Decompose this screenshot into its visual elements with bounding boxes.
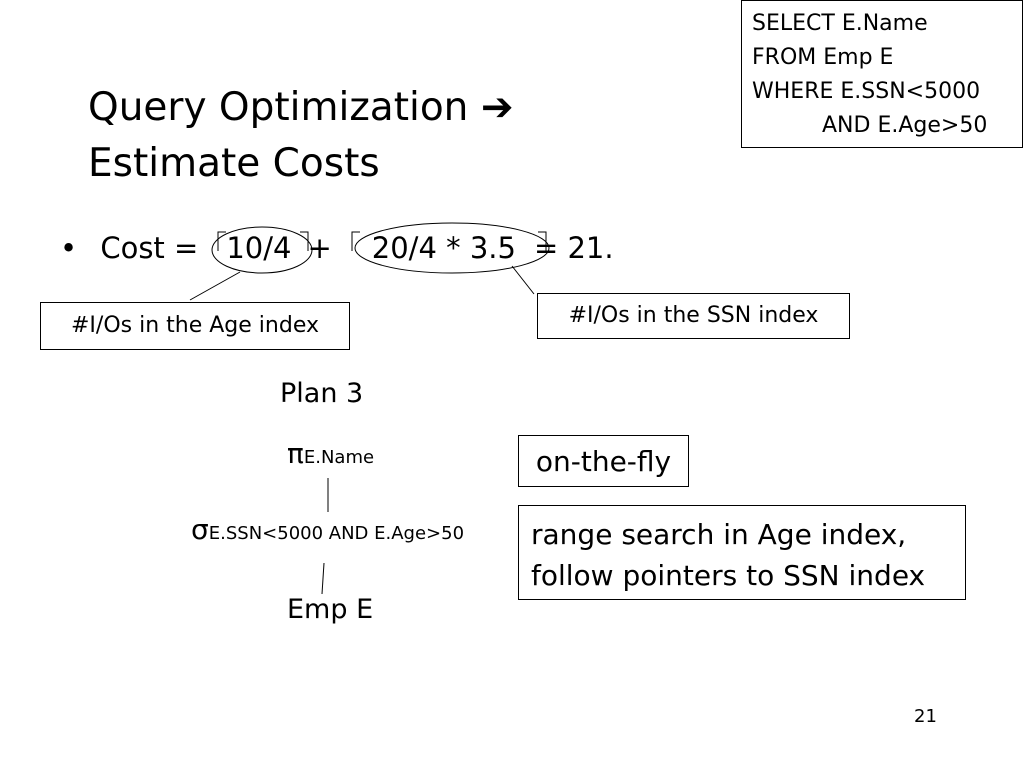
highlight-ellipse-age [211,226,313,274]
sql-and-line: AND E.Age>50 [822,113,988,138]
range-note-line-2: follow pointers to SSN index [531,559,926,592]
cost-result: = 21. [533,231,614,265]
range-note-line-1: range search in Age index, [531,518,907,551]
slide-title: Query Optimization ➔ Estimate Costs [88,80,514,192]
age-index-note: #I/Os in the Age index [40,302,350,350]
ceiling-bracket-left-2 [351,231,360,251]
cost-plus: + [307,231,332,265]
page-number: 21 [914,706,937,727]
cost-term-age: 10/4 [226,231,292,265]
highlight-ellipse-ssn [354,222,550,274]
sql-query-box: SELECT E.Name FROM Emp E WHERE E.SSN<500… [741,0,1023,148]
sql-where-line: WHERE E.SSN<5000 [752,79,981,104]
ssn-index-note: #I/Os in the SSN index [537,293,850,339]
cost-prefix: Cost = [100,231,199,265]
selection-node: σE.SSN<5000 AND E.Age>50 [191,510,464,554]
sql-from-line: FROM Emp E [752,45,894,70]
sigma-symbol-icon: σ [191,513,209,546]
selection-condition: E.SSN<5000 AND E.Age>50 [208,523,465,544]
plan-label: Plan 3 [280,378,364,409]
ceiling-bracket-left-1 [217,231,226,251]
projection-attribute: E.Name [303,447,375,468]
right-arrow-icon: ➔ [480,85,514,130]
sql-select-line: SELECT E.Name [752,11,928,36]
connector-age-note [189,271,241,301]
ceiling-bracket-right-2 [538,231,547,251]
tree-edge-selection-relation [321,562,325,595]
title-line-2: Estimate Costs [88,141,380,186]
on-the-fly-note: on-the-fly [518,435,689,487]
relation-node: Emp E [287,594,374,625]
pi-symbol-icon: π [287,437,304,470]
range-search-note: range search in Age index, follow pointe… [518,505,966,600]
projection-node: πE.Name [287,434,374,478]
bullet-icon: • [60,231,78,265]
title-line-1: Query Optimization [88,85,469,130]
cost-formula: • Cost = 10/4 +20/4 * 3.5 = 21. [60,225,614,271]
connector-ssn-note [511,265,535,295]
ceiling-bracket-right-1 [300,231,309,251]
cost-term-ssn: 20/4 * 3.5 [371,231,516,265]
